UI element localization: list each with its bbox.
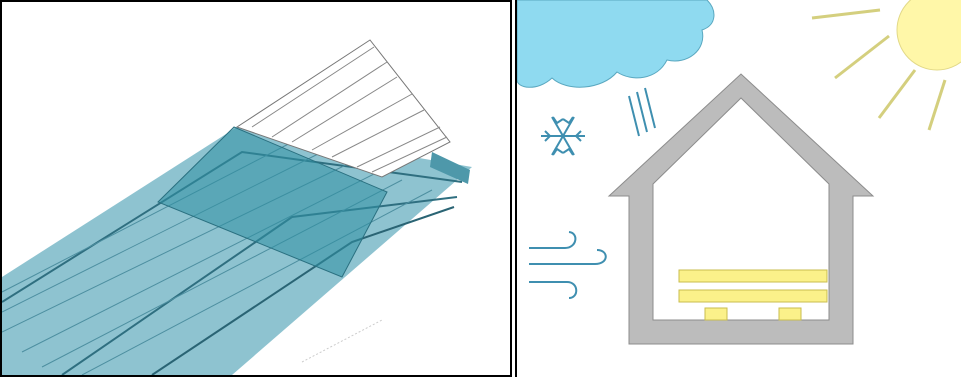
- rain-streaks-icon: [628, 87, 656, 137]
- overlay-sheet: [157, 126, 388, 278]
- house-weather-illustration: [517, 0, 961, 345]
- left-panel-3d-render: [0, 0, 512, 377]
- panel-side-edge: [430, 152, 470, 184]
- reflection-line: [301, 319, 383, 363]
- insulation-layers-icon: [678, 269, 828, 321]
- right-panel-house-illustration: [515, 0, 961, 377]
- panel-top-ribs: [251, 46, 448, 173]
- panel-top-white: [235, 39, 451, 178]
- cloud-icon: [517, 0, 715, 88]
- wind-icon: [529, 231, 607, 299]
- snowflake-icon: [541, 116, 585, 156]
- sun-icon: [811, 0, 961, 131]
- ribbed-panel-illustration: [2, 39, 472, 375]
- house-icon: [607, 73, 875, 345]
